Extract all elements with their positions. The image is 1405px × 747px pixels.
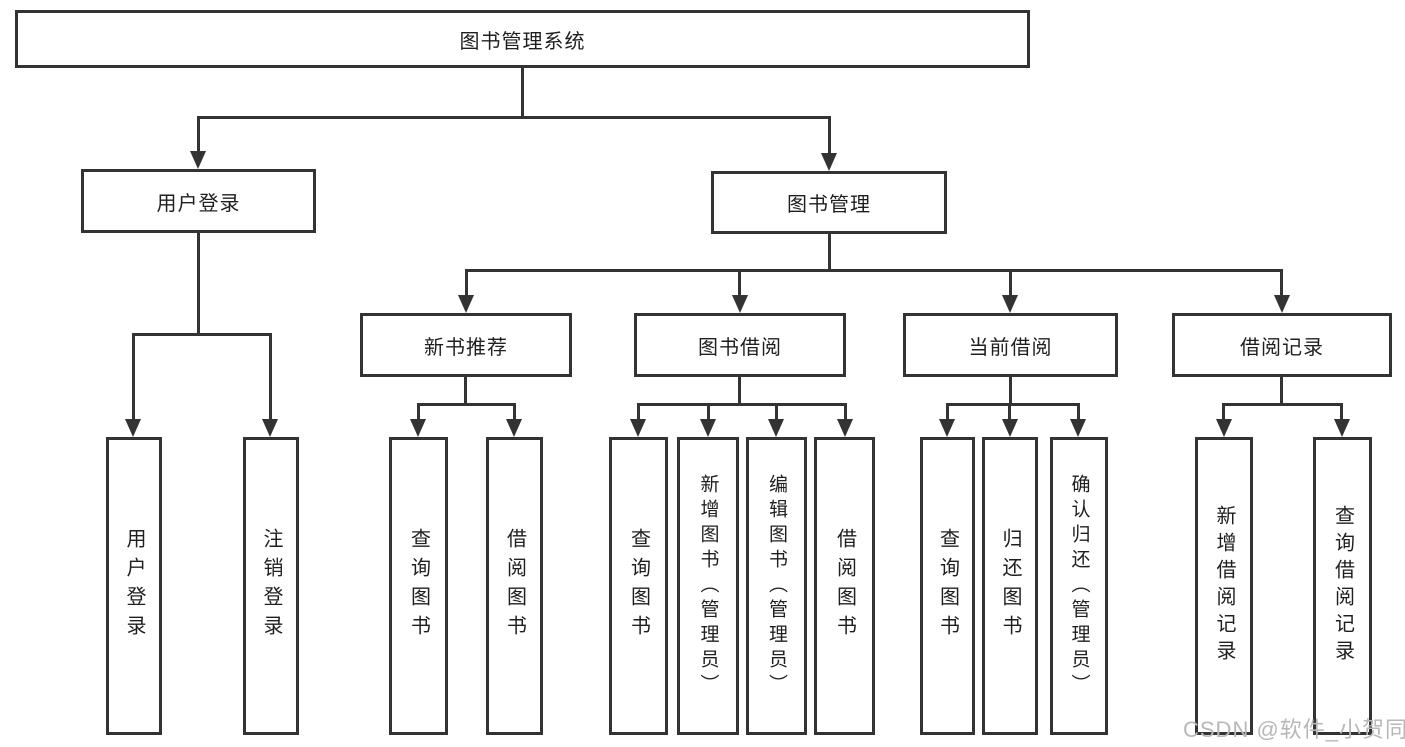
connector-line	[269, 333, 272, 419]
node-root: 图书管理系统	[15, 10, 1030, 68]
node-current-borrowing: 当前借阅	[903, 313, 1118, 377]
connector-line	[775, 403, 778, 419]
arrowhead	[262, 419, 278, 437]
node-leaf-borrow-books-recommend: 借阅图书	[486, 437, 543, 735]
node-new-book-recommendation: 新书推荐	[360, 313, 572, 377]
connector-line	[417, 403, 420, 419]
connector-line	[197, 233, 200, 335]
connector-line	[513, 403, 516, 419]
node-leaf-logout-label: 注销登录	[260, 528, 282, 644]
node-user-login: 用户登录	[81, 169, 316, 233]
node-leaf-add-borrow-record: 新增借阅记录	[1195, 437, 1253, 735]
node-leaf-add-books-admin: 新增图书（管理员）	[677, 437, 739, 735]
connector-line	[637, 403, 640, 419]
arrowhead	[458, 295, 474, 313]
node-new-book-recommendation-label: 新书推荐	[424, 336, 508, 359]
connector-line	[197, 116, 200, 153]
arrowhead	[1070, 419, 1086, 437]
arrowhead	[190, 151, 206, 169]
connector-line	[465, 269, 468, 297]
node-book-borrowing-label: 图书借阅	[698, 336, 782, 359]
node-book-management: 图书管理	[711, 171, 947, 234]
arrowhead	[125, 419, 141, 437]
arrowhead	[821, 153, 837, 171]
connector-line	[1009, 377, 1012, 405]
node-leaf-user-login: 用户登录	[106, 437, 162, 735]
arrowhead	[837, 419, 853, 437]
connector-line	[738, 269, 741, 297]
arrowhead	[1216, 419, 1232, 437]
connector-line	[1077, 403, 1080, 419]
connector-line	[197, 116, 831, 119]
node-leaf-borrow-books-recommend-label: 借阅图书	[503, 528, 526, 644]
connector-line	[828, 234, 831, 271]
node-leaf-user-login-label: 用户登录	[123, 528, 145, 644]
connector-line	[132, 333, 135, 419]
arrowhead	[630, 419, 646, 437]
arrowhead	[1002, 295, 1018, 313]
arrowhead	[1002, 419, 1018, 437]
node-leaf-query-books-borrowing: 查询图书	[609, 437, 668, 735]
node-root-label: 图书管理系统	[459, 30, 586, 53]
arrowhead	[506, 419, 522, 437]
node-user-login-label: 用户登录	[156, 192, 241, 215]
arrowhead	[1274, 295, 1290, 313]
node-leaf-query-books-current: 查询图书	[920, 437, 975, 735]
node-leaf-edit-books-admin: 编辑图书（管理员）	[746, 437, 807, 735]
node-current-borrowing-label: 当前借阅	[968, 336, 1053, 359]
csdn-watermark: CSDN @软件_小贺同学	[1183, 717, 1405, 742]
connector-line	[464, 377, 467, 405]
node-borrowing-records: 借阅记录	[1172, 313, 1392, 377]
node-book-borrowing: 图书借阅	[634, 313, 846, 377]
connector-line	[828, 116, 831, 153]
node-leaf-confirm-return-admin-label: 确认归还（管理员）	[1068, 473, 1090, 699]
connector-line	[946, 403, 1080, 406]
node-leaf-return-books: 归还图书	[982, 437, 1038, 735]
arrowhead	[768, 419, 784, 437]
node-leaf-query-borrow-record: 查询借阅记录	[1313, 437, 1372, 735]
connector-line	[1009, 269, 1012, 297]
node-leaf-add-borrow-record-label: 新增借阅记录	[1213, 505, 1235, 667]
arrowhead	[1334, 419, 1350, 437]
arrowhead	[939, 419, 955, 437]
connector-line	[946, 403, 949, 419]
arrowhead	[700, 419, 716, 437]
connector-line	[707, 403, 710, 419]
node-leaf-borrow-books-borrowing: 借阅图书	[814, 437, 875, 735]
connector-line	[1222, 403, 1225, 419]
connector-line	[1340, 403, 1343, 419]
connector-line	[132, 333, 272, 336]
node-leaf-logout: 注销登录	[243, 437, 299, 735]
arrowhead	[410, 419, 426, 437]
connector-line	[1222, 403, 1343, 406]
connector-line	[465, 269, 1283, 272]
node-borrowing-records-label: 借阅记录	[1240, 336, 1324, 359]
connector-line	[1008, 403, 1011, 419]
node-leaf-add-books-admin-label: 新增图书（管理员）	[697, 473, 719, 699]
connector-line	[637, 403, 847, 406]
node-leaf-query-books-current-label: 查询图书	[936, 528, 959, 644]
node-leaf-query-books-borrowing-label: 查询图书	[627, 528, 650, 644]
connector-line	[1280, 377, 1283, 405]
node-leaf-edit-books-admin-label: 编辑图书（管理员）	[766, 473, 787, 699]
node-leaf-query-borrow-record-label: 查询借阅记录	[1331, 505, 1354, 667]
node-book-management-label: 图书管理	[787, 194, 871, 216]
node-leaf-confirm-return-admin: 确认归还（管理员）	[1050, 437, 1108, 735]
node-leaf-return-books-label: 归还图书	[999, 528, 1021, 644]
arrowhead	[732, 295, 748, 313]
node-leaf-query-books-recommend: 查询图书	[389, 437, 448, 735]
node-leaf-borrow-books-borrowing-label: 借阅图书	[833, 528, 856, 644]
connector-line	[417, 403, 516, 406]
connector-line	[1280, 269, 1283, 297]
node-leaf-query-books-recommend-label: 查询图书	[407, 528, 430, 644]
connector-line	[738, 377, 741, 405]
connector-line	[521, 68, 524, 118]
connector-line	[844, 403, 847, 419]
